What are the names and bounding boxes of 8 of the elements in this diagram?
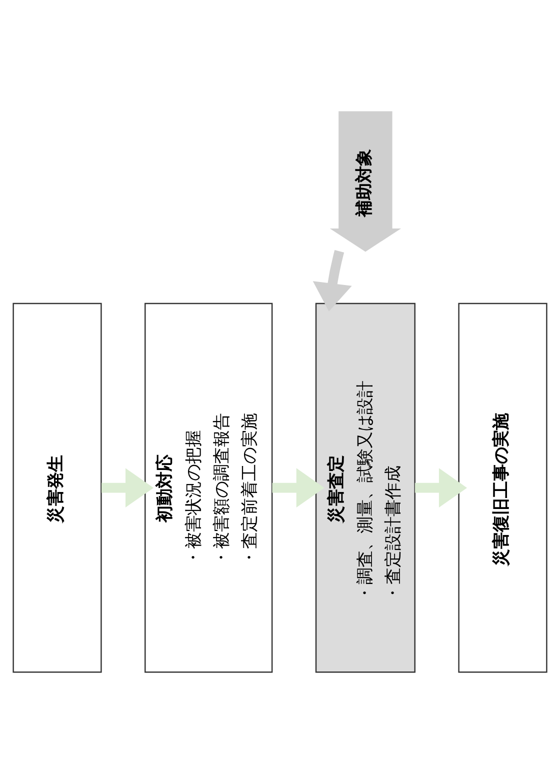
arrow bbox=[272, 468, 324, 507]
arrow bbox=[414, 468, 467, 507]
arrow bbox=[102, 468, 154, 507]
node-box: 災害査定 ・調査、測量、試験又は設計 ・査定設計書作成 bbox=[315, 302, 416, 672]
arrow bbox=[312, 249, 352, 311]
node-box: 災害復旧工事の実施 bbox=[458, 302, 548, 672]
node-box: 災害発生 bbox=[12, 302, 102, 672]
node-box: 初動対応 ・被害状況の把握 ・被害額の調査報告 ・査定前着工の実施 bbox=[144, 302, 273, 672]
